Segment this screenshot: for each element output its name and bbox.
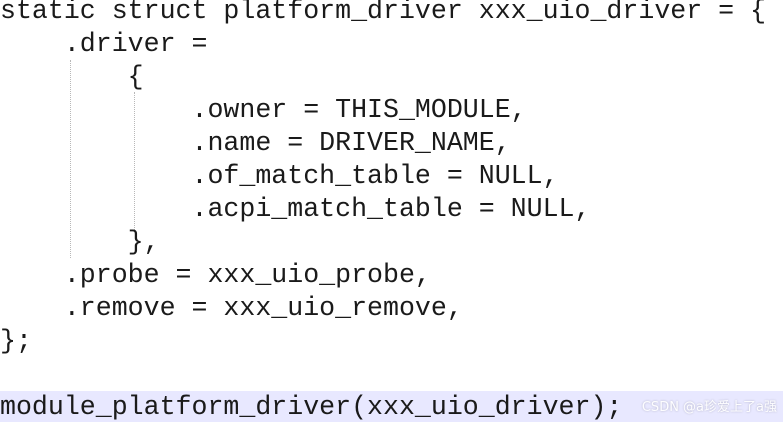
code-line-13-current[interactable]: module_platform_driver(xxx_uio_driver);	[0, 391, 783, 422]
code-line-6: .of_match_table = NULL,	[0, 161, 559, 191]
code-line-4: .owner = THIS_MODULE,	[0, 95, 527, 125]
indent-guide	[134, 92, 135, 232]
code-line-10: .remove = xxx_uio_remove,	[0, 293, 463, 323]
code-line-9: .probe = xxx_uio_probe,	[0, 260, 431, 290]
indent-guide	[70, 60, 71, 258]
code-line-7: .acpi_match_table = NULL,	[0, 194, 591, 224]
code-line-5: .name = DRIVER_NAME,	[0, 128, 511, 158]
code-line-2: .driver =	[0, 29, 208, 59]
watermark: CSDN @a珍爱上了a强	[641, 400, 777, 415]
code-line-12	[0, 358, 783, 391]
code-line-1: static struct platform_driver xxx_uio_dr…	[0, 0, 767, 26]
code-line-3: {	[0, 62, 144, 92]
code-line-11: };	[0, 326, 32, 356]
code-line-8: },	[0, 227, 160, 257]
